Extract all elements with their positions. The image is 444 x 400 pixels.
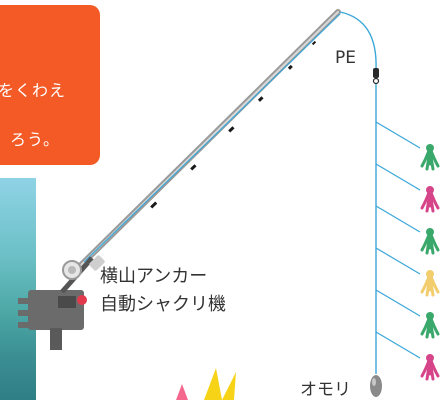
branch-line [375,205,421,233]
rod-guide [150,201,158,209]
orange-callout-panel [0,5,100,165]
rod-guide [311,40,317,46]
sinker [370,375,382,397]
rod-line [83,13,341,263]
rod-guide [287,64,293,70]
lure-green [420,144,440,171]
lure-green [420,312,440,339]
panel-text-line2: ろう。 [10,130,61,149]
panel-text-line1: をくわえ [0,81,67,100]
pe-line-label: PE [335,48,356,68]
machine-label-line2: 自動シャクリ機 [100,294,226,315]
rod-guides [150,40,317,209]
rod-guide [257,96,264,102]
branch-line [375,121,421,149]
machine-indicator [77,295,87,305]
rod-guide [228,126,235,133]
machine-label-line1: 横山アンカー [100,266,208,287]
branch-line [375,331,421,359]
pe-line [339,11,377,71]
branch-line [375,289,421,317]
branch-line [375,247,421,275]
lure-green [420,228,440,255]
lure-yellow [420,270,440,297]
reel [62,255,105,280]
branch-line [375,163,421,191]
swivel [372,68,380,85]
starburst-decoration [176,368,236,400]
lure-pink [420,186,440,213]
sinker-label: オモリ [300,380,351,400]
machine-mount [50,328,62,350]
lure-pink [420,354,440,381]
branch-lines [375,121,440,381]
sea-photo-strip [0,178,36,400]
rod-guide [190,164,197,171]
